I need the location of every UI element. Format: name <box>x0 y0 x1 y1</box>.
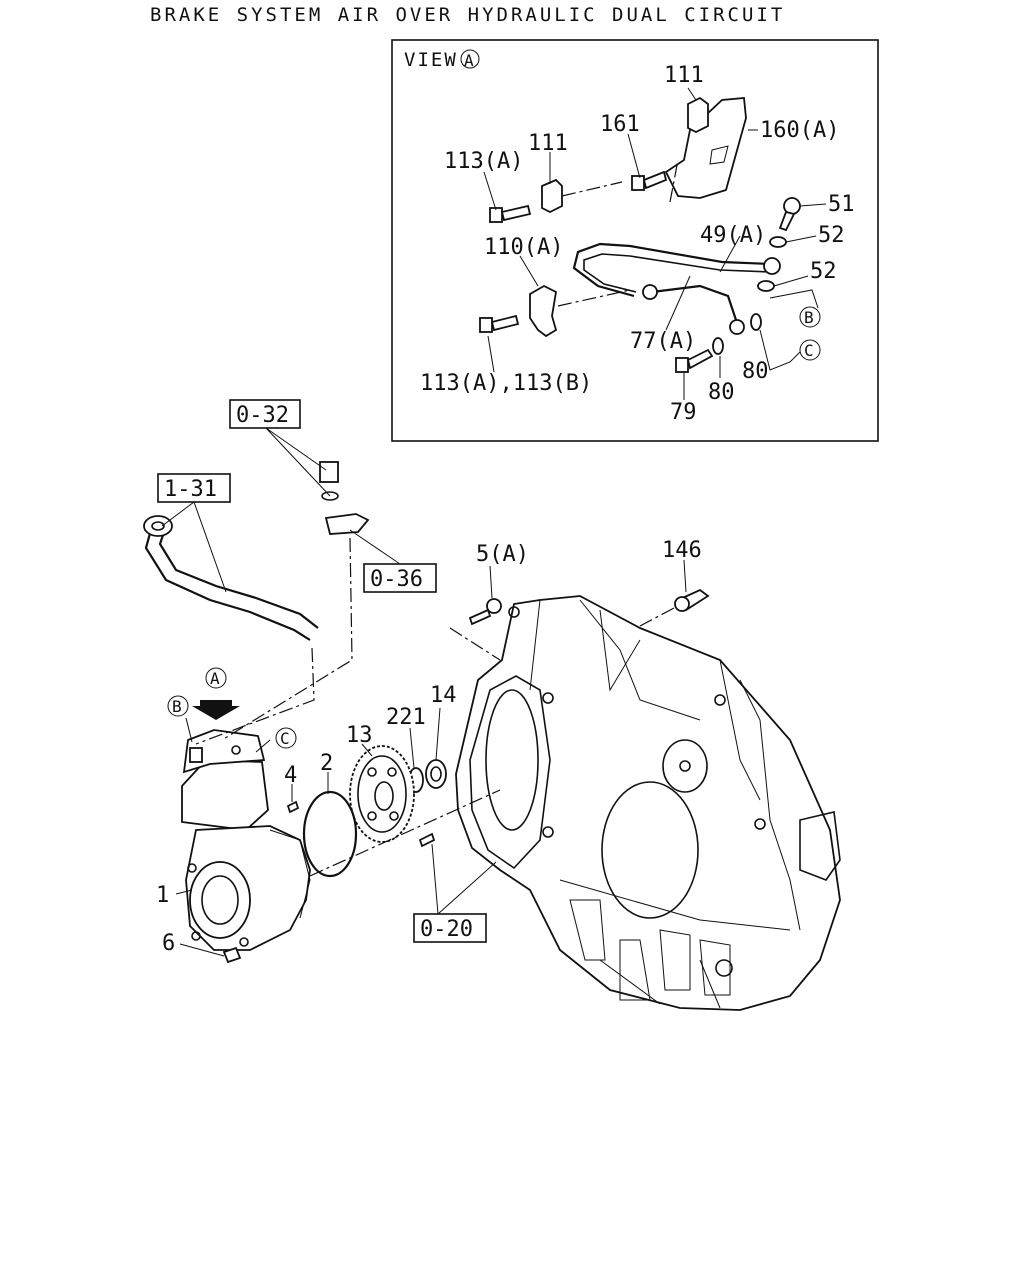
view-a-inset: VIEW A <box>391 39 879 442</box>
washer-52-a <box>769 236 787 248</box>
ref-box-0-20[interactable] <box>413 913 487 943</box>
label-221: 221 <box>386 705 426 730</box>
label-160a: 160(A) <box>760 118 839 143</box>
label-77a: 77(A) <box>630 329 696 354</box>
clip-111-top <box>687 96 709 134</box>
view-marker-circle <box>460 49 480 69</box>
washer-52-b <box>757 280 775 292</box>
label-4: 4 <box>284 763 297 788</box>
label-52-b: 52 <box>810 259 837 284</box>
view-marker-b-circle <box>799 306 821 328</box>
marker-c-circle <box>275 727 297 749</box>
label-113a: 113(A) <box>444 149 523 174</box>
label-5a: 5(A) <box>476 542 529 567</box>
label-1: 1 <box>156 883 169 908</box>
pipe-49a-upper <box>572 242 771 298</box>
bolt-161 <box>631 170 668 191</box>
washer-80-b <box>750 313 762 331</box>
bolt-79 <box>675 348 714 373</box>
label-111-top: 111 <box>664 63 704 88</box>
pipe-end-fitting <box>729 319 745 335</box>
view-a-frame <box>391 39 879 442</box>
hose-1-31 <box>143 515 319 641</box>
view-marker-c: C <box>804 341 814 360</box>
label-79: 79 <box>670 400 697 425</box>
o-ring-2 <box>302 790 358 878</box>
key-4 <box>286 800 300 814</box>
clip-111-left <box>541 178 563 214</box>
banjo-fitting <box>763 257 781 275</box>
plug-146 <box>674 588 710 612</box>
fitting-0-32 <box>319 461 370 535</box>
label-14: 14 <box>430 683 457 708</box>
flywheel-housing <box>455 595 841 1011</box>
pipe-nut <box>642 284 658 300</box>
marker-a: A <box>210 669 220 688</box>
label-6: 6 <box>162 931 175 956</box>
label-52-a: 52 <box>818 223 845 248</box>
ref-box-0-32[interactable] <box>229 399 301 429</box>
bolt-5a <box>468 598 502 626</box>
marker-b-circle <box>167 695 189 717</box>
view-marker-b: B <box>804 308 814 327</box>
label-2: 2 <box>320 751 333 776</box>
view-marker: A <box>464 51 476 70</box>
washer-80-a <box>712 337 724 355</box>
dowel-pin <box>418 832 436 848</box>
view-arrow-icon <box>192 700 240 720</box>
ref-1-31[interactable]: 1-31 <box>164 477 217 502</box>
bolt-113-lower <box>479 314 520 333</box>
bolt-113a-upper <box>489 204 532 223</box>
bracket-110a <box>529 284 558 338</box>
label-51: 51 <box>828 192 855 217</box>
pipe-49a-upper-inner <box>583 253 771 293</box>
label-111-left: 111 <box>528 131 568 156</box>
label-110a: 110(A) <box>484 235 563 260</box>
view-marker-c-circle <box>799 339 821 361</box>
label-146: 146 <box>662 538 702 563</box>
marker-b: B <box>172 697 182 716</box>
main-assembly: 0-32 1-31 0-36 0-20 A B C 5(A) 146 1 <box>143 399 841 1011</box>
label-80-a: 80 <box>742 359 769 384</box>
ref-0-20[interactable]: 0-20 <box>420 917 473 942</box>
diagram-title: BRAKE SYSTEM AIR OVER HYDRAULIC DUAL CIR… <box>150 4 785 26</box>
label-113a-113b: 113(A),113(B) <box>420 371 592 396</box>
label-49a: 49(A) <box>700 223 766 248</box>
bolt-51 <box>778 197 801 232</box>
bracket-slot <box>709 145 729 165</box>
nut-6 <box>222 946 242 964</box>
ref-0-32[interactable]: 0-32 <box>236 403 289 428</box>
label-80-b: 80 <box>708 380 735 405</box>
marker-a-circle <box>205 667 227 689</box>
view-heading: VIEW <box>404 49 458 71</box>
marker-c: C <box>280 729 290 748</box>
label-13: 13 <box>346 723 373 748</box>
gear-13 <box>349 745 415 843</box>
pipe-49a-lower <box>651 284 738 321</box>
bearing-14 <box>425 759 447 789</box>
ref-0-36[interactable]: 0-36 <box>370 567 423 592</box>
label-161: 161 <box>600 112 640 137</box>
